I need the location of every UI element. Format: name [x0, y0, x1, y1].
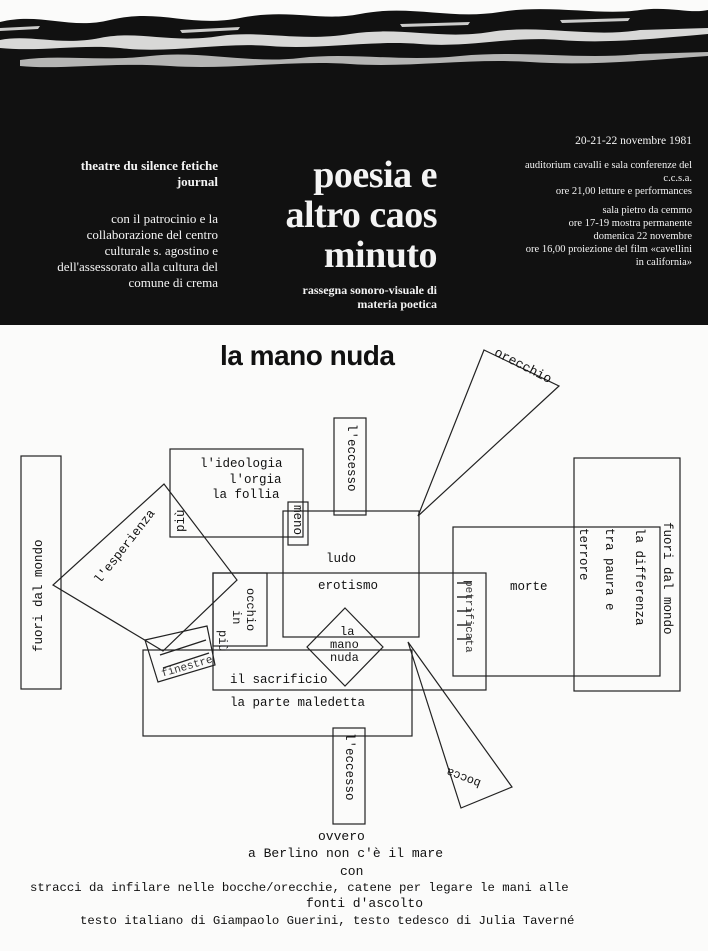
footer-credits: testo italiano di Giampaolo Guerini, tes… — [80, 914, 575, 928]
footer-fonti: fonti d'ascolto — [306, 896, 424, 911]
subtitle-line2: materia poetica — [357, 297, 437, 311]
brushstroke-texture — [0, 0, 708, 80]
label-occhio-3: più — [215, 630, 229, 652]
label-morte: morte — [510, 580, 548, 594]
title-line1: poesia e — [313, 154, 437, 196]
label-ideologia: l'ideologia — [200, 457, 283, 471]
label-occhio-1: occhio — [243, 588, 257, 632]
label-fuori-left: fuori dal mondo — [32, 539, 46, 652]
label-eccesso-top: l'eccesso — [344, 424, 358, 492]
label-mano-nuda-3: nuda — [330, 651, 359, 665]
info-line: c.c.s.a. — [663, 173, 692, 184]
patronage-line: comune di crema — [128, 275, 218, 290]
patronage-line: collaborazione del centro — [86, 227, 218, 242]
label-parte-maledetta: la parte maledetta — [230, 696, 366, 710]
label-differenza1: la differenza — [632, 528, 646, 626]
info-line: ore 21,00 letture e performances — [555, 186, 692, 197]
info-line: auditorium cavalli e sala conferenze del — [524, 160, 692, 171]
footer-ovvero: ovvero — [318, 829, 365, 844]
patronage-line: dell'assessorato alla cultura del — [57, 259, 218, 274]
label-orgia: l'orgia — [229, 473, 282, 487]
label-fuori-right: fuori dal mondo — [660, 522, 674, 635]
info-line: ore 16,00 proiezione del film «cavellini — [525, 244, 692, 255]
title-line2: altro caos — [285, 194, 437, 236]
label-meno: meno — [290, 505, 304, 536]
footer-stracci: stracci da infilare nelle bocche/orecchi… — [30, 881, 569, 895]
label-follia: la follia — [212, 488, 280, 502]
info-line: domenica 22 novembre — [593, 231, 692, 242]
label-ludo: ludo — [326, 552, 357, 566]
poem-heading: la mano nuda — [220, 340, 395, 371]
footer-con: con — [340, 864, 364, 879]
org-name-line2: journal — [176, 174, 218, 189]
info-line: sala pietro da cemmo — [602, 205, 692, 216]
label-eccesso-bottom: l'eccesso — [342, 733, 356, 801]
event-dates: 20-21-22 novembre 1981 — [575, 135, 692, 147]
subtitle-line1: rassegna sonoro-visuale di — [302, 283, 437, 297]
patronage-line: con il patrocinio e la — [111, 211, 218, 226]
org-name-line1: theatre du silence fetiche — [80, 158, 218, 173]
label-mano-nuda-2: mano — [330, 638, 359, 652]
label-mano-nuda-1: la — [340, 625, 355, 639]
label-occhio-2: in — [229, 610, 243, 625]
patronage-line: culturale s. agostino e — [104, 243, 218, 258]
info-line: in california» — [635, 257, 692, 268]
label-differenza2: tra paura e — [602, 528, 616, 611]
info-line: ore 17-19 mostra permanente — [568, 218, 692, 229]
label-differenza3: terrore — [576, 528, 590, 581]
title-line3: minuto — [323, 234, 438, 276]
label-sacrificio: il sacrificio — [230, 673, 328, 687]
footer-berlino: a Berlino non c'è il mare — [248, 846, 444, 861]
label-erotismo: erotismo — [318, 579, 379, 593]
label-crossed-vertical: petrificata — [462, 580, 474, 653]
label-piu: più — [174, 509, 188, 532]
